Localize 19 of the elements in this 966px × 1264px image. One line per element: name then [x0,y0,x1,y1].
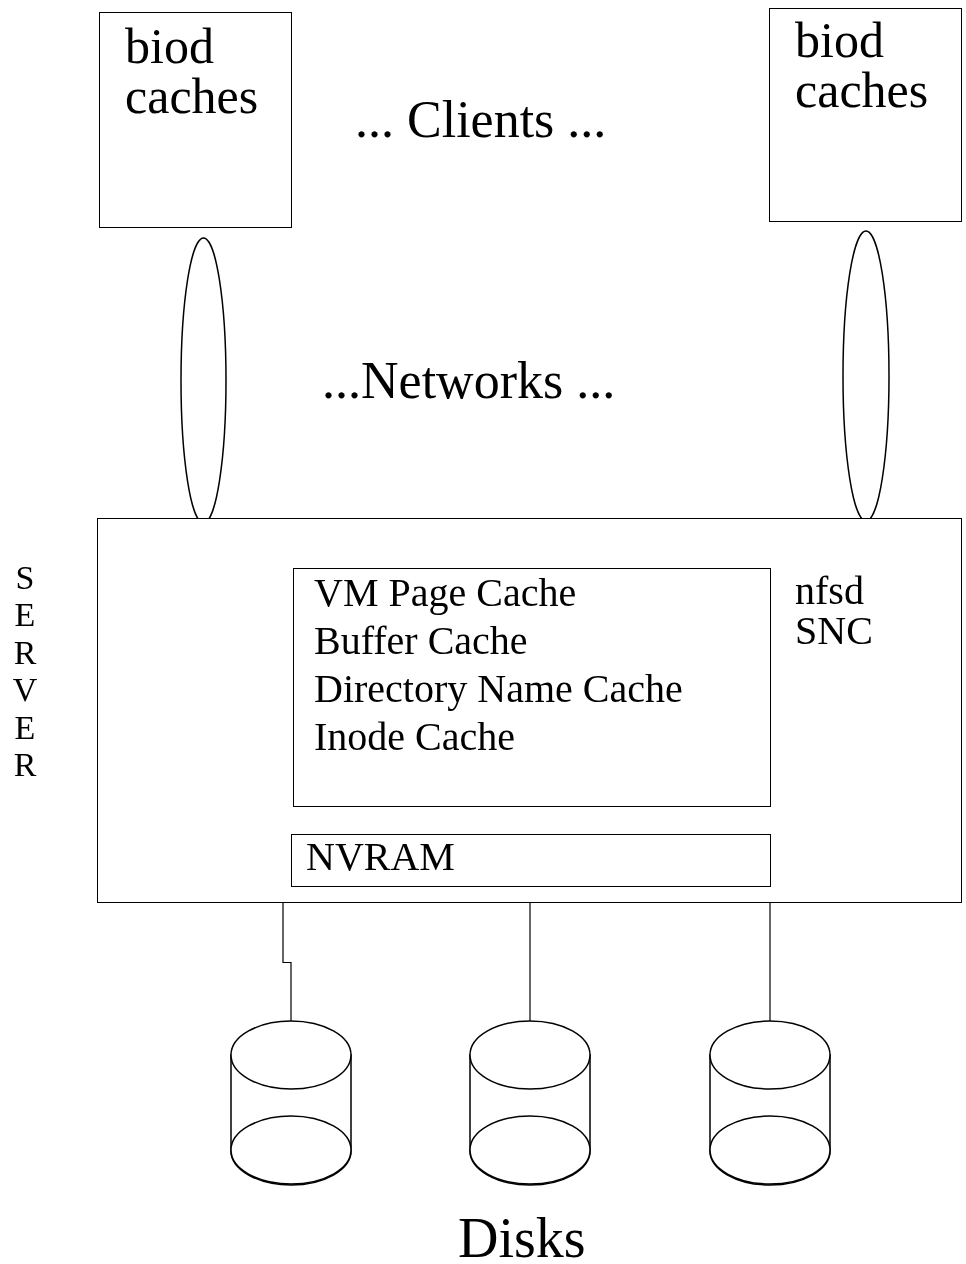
node-text: VM Page Cache [314,573,577,613]
caption-text: ...Networks ... [322,355,616,407]
node-text: Inode Cache [314,717,515,757]
caption-text: Disks [458,1210,586,1264]
connector-line [769,902,771,1023]
node-text: biod caches [125,21,260,121]
node-text: NVRAM [306,837,455,877]
connector-line [282,902,292,1023]
node-text: Directory Name Cache [314,669,683,709]
client-box [769,8,962,222]
connector-line [529,902,531,1023]
caption-text: ... Clients ... [355,94,607,146]
node-text: biod caches [795,15,930,115]
cache-box [293,568,771,807]
nvram-box [291,834,771,887]
server-label: SERVER [11,559,39,784]
node-text: Buffer Cache [314,621,528,661]
node-text: nfsd SNC [795,571,874,651]
client-box [99,12,292,228]
